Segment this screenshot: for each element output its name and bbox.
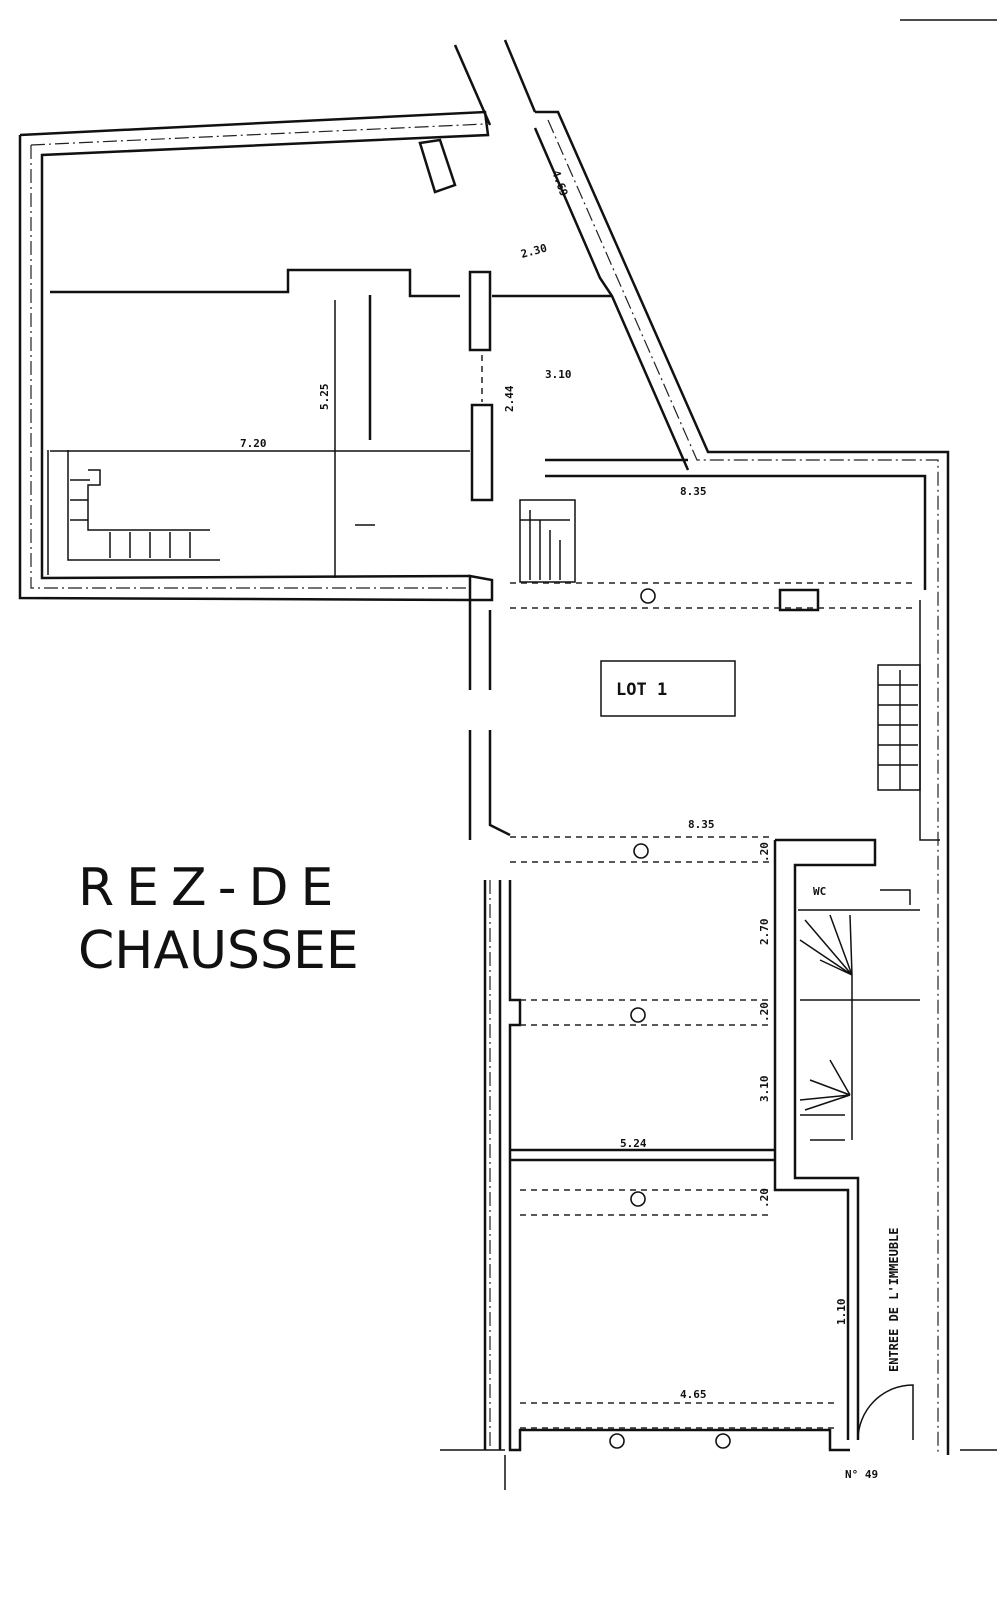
dimension-label: .20: [758, 1188, 771, 1208]
lot-label: LOT 1: [616, 680, 667, 700]
floor-title-line2: CHAUSSEE: [78, 921, 359, 981]
wc-label: WC: [813, 885, 826, 898]
dimension-label: .20: [758, 1002, 771, 1022]
column-marker: [630, 1191, 646, 1207]
rear-building-walls: [18, 110, 612, 602]
dimension-label: 5.24: [620, 1137, 647, 1150]
dimension-label: 5.25: [318, 384, 331, 411]
column-marker: [633, 843, 649, 859]
column-marker: [640, 588, 656, 604]
dimension-label: 2.30: [519, 241, 548, 260]
column-marker: [715, 1433, 731, 1449]
lot-walls: [440, 19, 997, 1490]
column-marker: [630, 1007, 646, 1023]
columns: [609, 588, 731, 1449]
entrance-label: ENTREE DE L'IMMEUBLE: [887, 1228, 901, 1373]
street-number: N° 49: [845, 1468, 878, 1481]
dimension-label: 1.10: [835, 1299, 848, 1326]
dimension-label: 3.10: [758, 1076, 771, 1103]
dimension-label: 4.65: [680, 1388, 707, 1401]
dimension-label: 8.35: [680, 485, 707, 498]
dimension-label: 7.20: [240, 437, 267, 450]
dimension-label: 8.35: [688, 818, 715, 831]
dimension-label: 2.44: [503, 385, 516, 412]
dimension-label: 2.70: [758, 919, 771, 946]
dimension-label: 4.69: [549, 169, 570, 198]
dimension-label: .20: [758, 842, 771, 862]
column-marker: [609, 1433, 625, 1449]
floor-title-line1: REZ-DE: [78, 858, 345, 918]
diagonal-wall: [453, 39, 950, 1455]
dimension-label: 3.10: [545, 368, 572, 381]
beam-lines: [510, 582, 915, 1429]
